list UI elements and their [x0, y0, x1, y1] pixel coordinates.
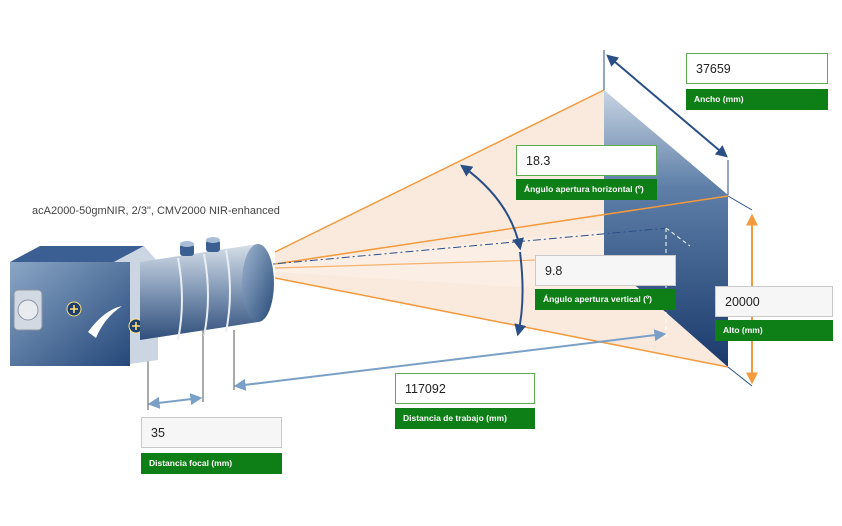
vertical-angle-label: Ángulo apertura vertical (º)	[535, 289, 676, 310]
fov-edge-top	[274, 89, 605, 253]
focal-length-field: Distancia focal (mm)	[141, 417, 282, 474]
focal-length-arrow	[147, 393, 203, 409]
horizontal-angle-input[interactable]	[516, 145, 657, 176]
lens-knob	[206, 240, 220, 252]
horizontal-angle-arc	[460, 164, 524, 251]
working-distance-input[interactable]	[395, 373, 535, 404]
width-label: Ancho (mm)	[686, 89, 828, 110]
lens-knob	[180, 241, 194, 247]
working-distance-arrow	[233, 329, 667, 391]
width-input[interactable]	[686, 53, 828, 84]
guide-line	[665, 227, 691, 247]
brand-logo-icon	[88, 306, 122, 338]
camera-connector-port	[17, 299, 39, 321]
width-arrow	[606, 54, 728, 158]
lens-front	[242, 244, 274, 322]
horizontal-angle-field: Ángulo apertura horizontal (º)	[516, 145, 657, 200]
lens-ring	[225, 249, 231, 333]
vertical-angle-field: Ángulo apertura vertical (º)	[535, 255, 676, 310]
guide-line	[727, 195, 753, 211]
vertical-angle-input[interactable]	[535, 255, 676, 286]
lens-ring	[203, 253, 209, 337]
camera-body-top	[10, 246, 144, 262]
lens-knob	[206, 237, 220, 243]
camera-model-label: acA2000-50gmNIR, 2/3", CMV2000 NIR-enhan…	[32, 205, 280, 217]
lens-ring	[177, 257, 183, 341]
height-input[interactable]	[715, 286, 833, 317]
focal-length-input[interactable]	[141, 417, 282, 448]
height-field: Alto (mm)	[715, 286, 833, 341]
camera	[10, 237, 274, 366]
guide-line	[727, 366, 753, 387]
screw-icon	[132, 322, 140, 330]
height-label: Alto (mm)	[715, 320, 833, 341]
focal-length-label: Distancia focal (mm)	[141, 453, 282, 474]
lens-knob	[180, 244, 194, 256]
screw-icon	[70, 305, 78, 313]
width-field: Ancho (mm)	[686, 53, 828, 110]
horizontal-angle-label: Ángulo apertura horizontal (º)	[516, 179, 657, 200]
working-distance-label: Distancia de trabajo (mm)	[395, 408, 535, 429]
working-distance-field: Distancia de trabajo (mm)	[395, 373, 535, 429]
vertical-angle-arc	[514, 251, 527, 337]
lens-barrel	[140, 244, 270, 340]
